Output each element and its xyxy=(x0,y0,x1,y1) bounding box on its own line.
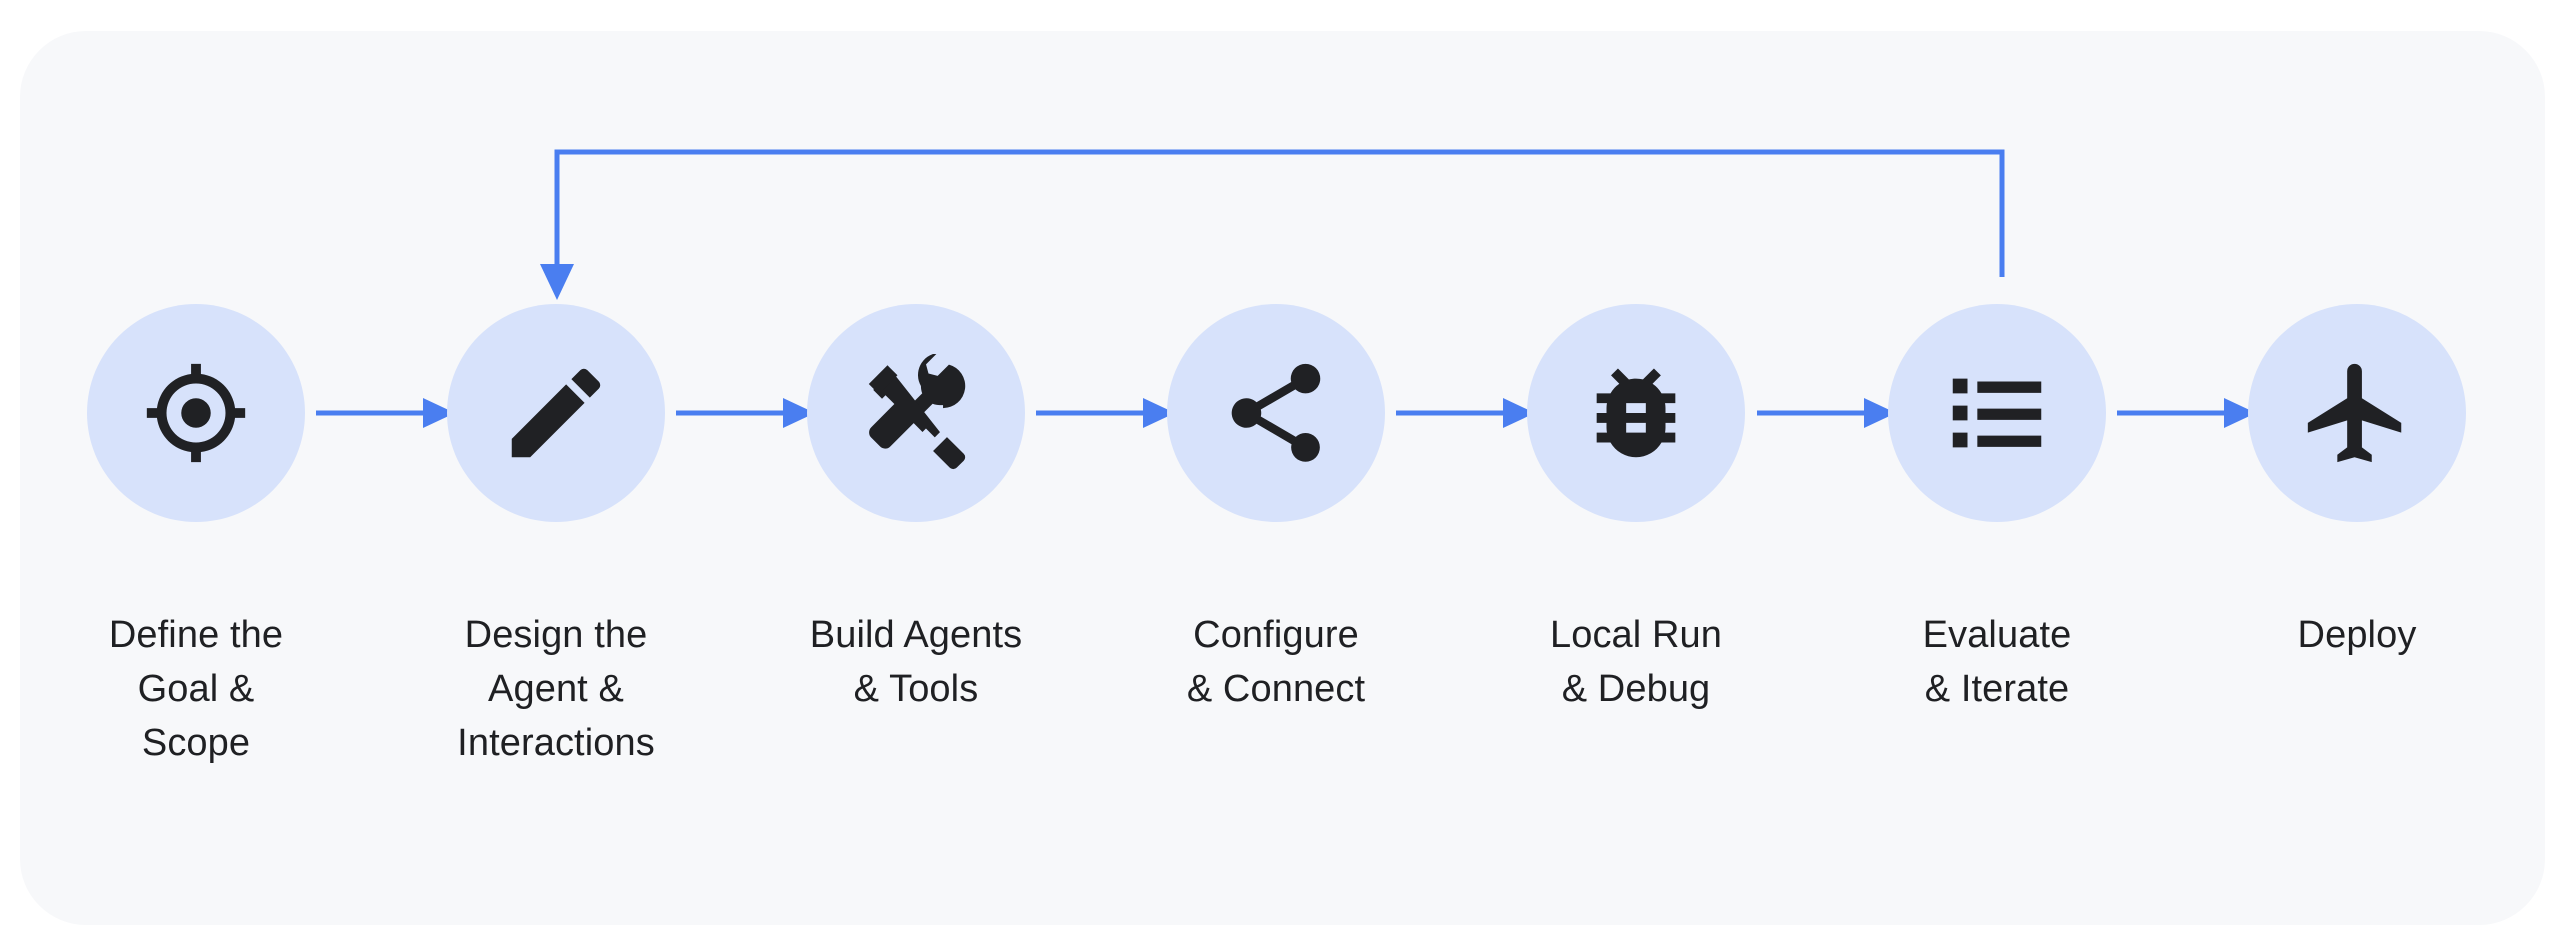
step-icon-badge-4[interactable] xyxy=(1167,304,1385,522)
step-label-1: Define the Goal & Scope xyxy=(108,614,284,764)
share-nodes-icon xyxy=(1231,363,1321,462)
step-icon-badge-6[interactable] xyxy=(1888,304,2106,522)
step-icon-badge-1[interactable] xyxy=(87,304,305,522)
step-icon-badge-2[interactable] xyxy=(447,304,665,522)
step-label-5: Local Run & Debug xyxy=(1549,614,1722,710)
step-label-7: Deploy xyxy=(2297,614,2417,656)
step-icon-badge-5[interactable] xyxy=(1527,304,1745,522)
step-label-6: Evaluate & Iterate xyxy=(1922,614,2072,710)
pencil-edit-icon xyxy=(511,368,601,458)
hammer-wrench-icon xyxy=(868,354,966,470)
step-icon-badge-3[interactable] xyxy=(807,304,1025,522)
list-checklist-icon xyxy=(1952,378,2042,448)
step-label-2: Design the Agent & Interactions xyxy=(457,614,655,764)
step-label-4: Configure & Connect xyxy=(1186,614,1366,710)
bug-report-icon xyxy=(1596,368,1676,458)
target-icon xyxy=(146,363,246,463)
step-icon-badge-7[interactable] xyxy=(2248,304,2466,522)
step-label-3: Build Agents & Tools xyxy=(809,614,1023,710)
airplane-icon xyxy=(2307,363,2402,463)
